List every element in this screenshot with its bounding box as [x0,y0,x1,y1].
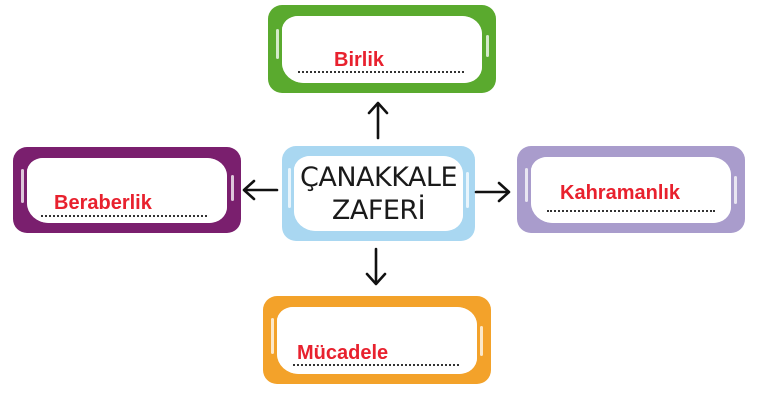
center-title-line1: ÇANAKKALE [300,162,458,193]
node-right-kahramanlik: Kahramanlık [517,146,745,233]
answer-birlik: Birlik [334,49,385,71]
node-left-beraberlik: Beraberlik [13,147,241,233]
answer-line-left [41,215,207,217]
node-right-inner [531,157,731,223]
answer-line-bottom [293,364,459,366]
arrow-right-icon [474,181,511,203]
answer-line-top [298,71,464,73]
answer-kahramanlik: Kahramanlık [560,182,681,204]
center-node-canakkale-zaferi: ÇANAKKALE ZAFERİ [282,146,475,241]
node-bottom-mucadele: Mücadele [263,296,491,384]
arrow-left-icon [242,179,279,201]
node-bottom-inner [277,307,477,374]
arrow-down-icon [365,247,387,286]
answer-beraberlik: Beraberlik [54,192,152,214]
arrow-up-icon [367,101,389,140]
node-top-birlik: Birlik [268,5,496,93]
node-left-inner [27,158,227,223]
answer-mucadele: Mücadele [297,342,389,364]
center-node-inner [294,156,463,231]
answer-line-right [547,210,715,212]
center-title-line2: ZAFERİ [331,195,426,226]
